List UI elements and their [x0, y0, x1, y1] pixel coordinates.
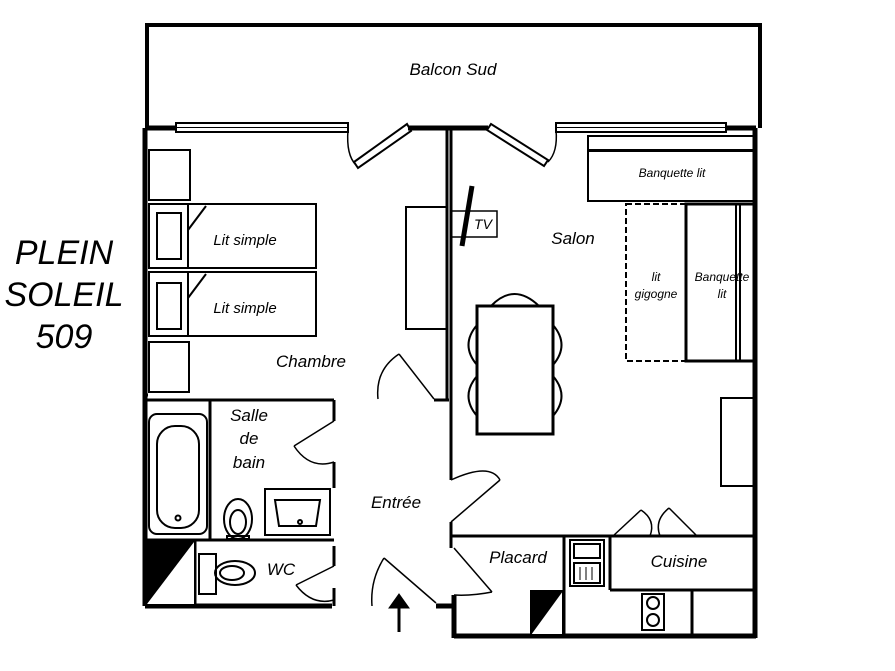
label-salle-2: de: [240, 429, 259, 448]
label-lit-simple-1: Lit simple: [213, 232, 276, 249]
label-salle-1: Salle: [230, 406, 268, 425]
label-placard: Placard: [489, 548, 547, 567]
shafts: [146, 541, 564, 636]
bathroom-fixtures: [148, 413, 331, 540]
label-entree: Entrée: [371, 493, 421, 512]
balcony: [145, 23, 762, 128]
label-gigogne-1: lit: [652, 270, 661, 284]
label-banquette-top: Banquette lit: [639, 166, 706, 180]
label-salon: Salon: [551, 229, 594, 248]
label-chambre: Chambre: [276, 352, 346, 371]
plan-title: PLEIN SOLEIL 509: [0, 232, 128, 358]
wc-fixture: [198, 553, 256, 595]
kitchen-appliances: [569, 539, 665, 631]
bedroom-furniture: [148, 149, 448, 393]
tv-icon: [450, 185, 498, 247]
label-gigogne-2: gigogne: [635, 287, 678, 301]
label-cuisine: Cuisine: [651, 552, 708, 571]
entrance-arrow-icon: [388, 593, 410, 632]
door-swings: [293, 353, 698, 607]
label-balcon: Balcon Sud: [410, 60, 497, 79]
label-wc: WC: [267, 560, 296, 579]
windows: [175, 122, 727, 170]
plan-title-line2: SOLEIL: [4, 276, 124, 314]
plan-title-line3: 509: [35, 318, 93, 356]
label-salle-3: bain: [233, 453, 265, 472]
label-banquette-side-1: Banquette: [695, 270, 750, 284]
plan-title-line1: PLEIN: [14, 234, 114, 272]
salon-furniture: [467, 135, 756, 487]
label-lit-simple-2: Lit simple: [213, 300, 276, 317]
label-banquette-side-2: lit: [718, 287, 727, 301]
label-tv: TV: [474, 216, 494, 232]
